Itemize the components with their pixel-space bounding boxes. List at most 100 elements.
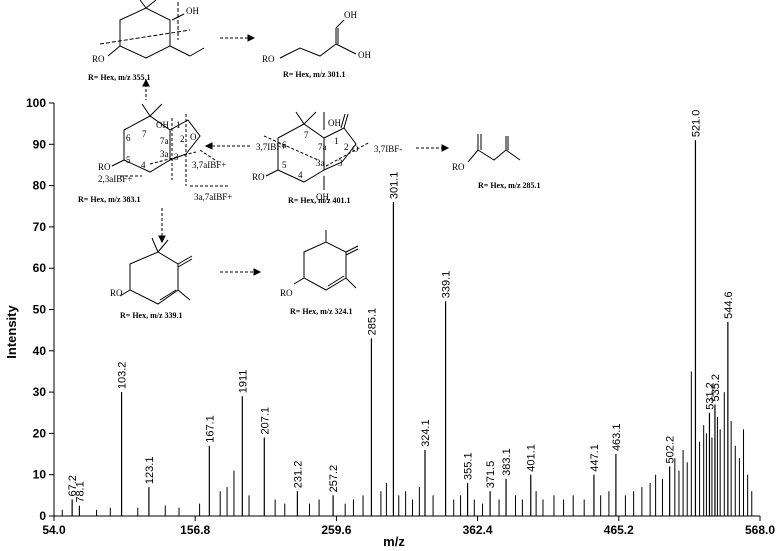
s401-n5: 5 — [282, 160, 287, 170]
s383-n4: 4 — [141, 160, 146, 170]
s383-n5: 5 — [126, 155, 131, 165]
fragmentation-scheme: RO OH R= Hex, m/z 355.1 RO OH OH R= Hex,… — [78, 0, 541, 320]
s401-frag-left: 3,7IBF+ — [256, 142, 286, 152]
s301-oh2: OH — [358, 50, 371, 60]
peak-label: 447.1 — [589, 444, 601, 472]
s383-frag-b: 2,3aIBF+ — [98, 174, 132, 184]
structure-383 — [111, 103, 230, 187]
s383-frag-c: 3a,7aIBF+ — [194, 192, 232, 202]
peak-label: 371.5 — [485, 461, 497, 489]
s401-n2: 2 — [344, 142, 349, 152]
s285-ro: RO — [452, 162, 465, 172]
y-tick-label: 0 — [39, 509, 46, 523]
y-axis-ticks: 0 10 20 30 40 50 60 70 80 90 100 — [26, 96, 54, 523]
peak-label: 231.2 — [292, 461, 304, 489]
s401-n1: 1 — [334, 136, 339, 146]
peak-label: 521.0 — [690, 110, 702, 138]
s301-oh1: OH — [344, 10, 357, 20]
structure-301 — [279, 19, 357, 59]
s383-oh: OH — [156, 120, 169, 130]
peak-label: 463.1 — [611, 424, 623, 452]
y-tick-label: 60 — [33, 261, 47, 275]
peak-label: 167.1 — [204, 415, 216, 443]
s355-oh: OH — [186, 6, 199, 16]
y-tick-label: 10 — [33, 468, 47, 482]
y-axis-label: Intensity — [4, 305, 19, 359]
peak-label: 78.1 — [74, 481, 86, 502]
s401-oh-top: OH — [328, 118, 341, 128]
s401-n6: 6 — [282, 140, 287, 150]
s355-ro: RO — [92, 54, 105, 64]
peak-label: 285.1 — [366, 308, 378, 336]
x-axis-label: m/z — [383, 534, 405, 549]
x-tick-label: 568.0 — [745, 523, 775, 537]
y-tick-label: 100 — [26, 96, 46, 110]
s324-caption: R= Hex, m/z 324.1 — [290, 307, 353, 316]
structure-285 — [467, 134, 521, 163]
peak-label: 535.2 — [710, 374, 722, 402]
y-tick-label: 40 — [33, 344, 47, 358]
peak-label: 383.1 — [501, 448, 513, 476]
peak-label: 544.6 — [723, 291, 735, 319]
s383-n7a: 7a — [160, 136, 169, 146]
s383-n7: 7 — [142, 129, 147, 139]
s401-n7: 7 — [304, 130, 309, 140]
peak-label: 355.1 — [463, 452, 475, 480]
y-tick-label: 20 — [33, 426, 47, 440]
peak-label: 207.1 — [259, 407, 271, 435]
s339-ro: RO — [110, 288, 123, 298]
s401-caption: R= Hex, m/z 401.1 — [288, 196, 351, 205]
peak-label: 324.1 — [420, 419, 432, 447]
s383-n3a: 3a — [160, 149, 169, 159]
x-tick-label: 465.2 — [604, 523, 634, 537]
peak-label: 123.1 — [144, 457, 156, 485]
structure-324 — [293, 230, 359, 291]
peak-label: 502.2 — [665, 436, 677, 464]
y-tick-label: 50 — [33, 303, 47, 317]
peak-label: 257.2 — [328, 465, 340, 493]
s401-ro: RO — [252, 172, 265, 182]
axes — [53, 103, 760, 517]
noise-peaks — [61, 371, 753, 516]
s401-o: O — [352, 144, 359, 154]
s383-caption: R= Hex, m/z 383.1 — [78, 195, 141, 204]
s383-o: O — [190, 132, 197, 142]
x-tick-label: 54.0 — [42, 523, 66, 537]
peak-label: 531.2 — [704, 382, 716, 410]
s301-ro: RO — [262, 54, 275, 64]
s383-n2: 2 — [180, 134, 185, 144]
peak-label: 67.2 — [67, 475, 79, 496]
s383-frag-a: 3,7aIBF+ — [192, 160, 226, 170]
s383-n1: 1 — [176, 120, 181, 130]
s401-oh-bottom: OH — [316, 192, 329, 202]
s401-n7a: 7a — [318, 142, 327, 152]
peak-label: 103.2 — [117, 362, 129, 390]
structure-401 — [263, 111, 371, 190]
s324-ro: RO — [280, 288, 293, 298]
s383-n6: 6 — [126, 133, 131, 143]
s339-caption: R= Hex, m/z 339.1 — [120, 311, 183, 320]
peak-label: 1911 — [237, 370, 249, 394]
x-tick-label: 259.6 — [321, 523, 351, 537]
s383-n3: 3 — [174, 152, 179, 162]
s401-n3: 3 — [338, 158, 343, 168]
structure-339 — [119, 237, 193, 305]
s401-n4: 4 — [298, 170, 303, 180]
peak-label: 339.1 — [441, 271, 453, 299]
y-tick-label: 80 — [33, 179, 47, 193]
y-tick-label: 30 — [33, 385, 47, 399]
peak-label: 401.1 — [526, 444, 538, 472]
structure-355 — [99, 0, 256, 59]
y-tick-label: 90 — [33, 137, 47, 151]
s355-caption: R= Hex, m/z 355.1 — [88, 73, 151, 82]
y-tick-label: 70 — [33, 220, 47, 234]
s401-frag-right: 3,7IBF- — [374, 144, 402, 154]
s383-ro: RO — [98, 162, 111, 172]
s301-caption: R= Hex, m/z 301.1 — [283, 70, 346, 79]
s285-caption: R= Hex, m/z 285.1 — [478, 181, 541, 190]
s401-n3a: 3a — [316, 158, 325, 168]
x-tick-label: 156.8 — [180, 523, 210, 537]
